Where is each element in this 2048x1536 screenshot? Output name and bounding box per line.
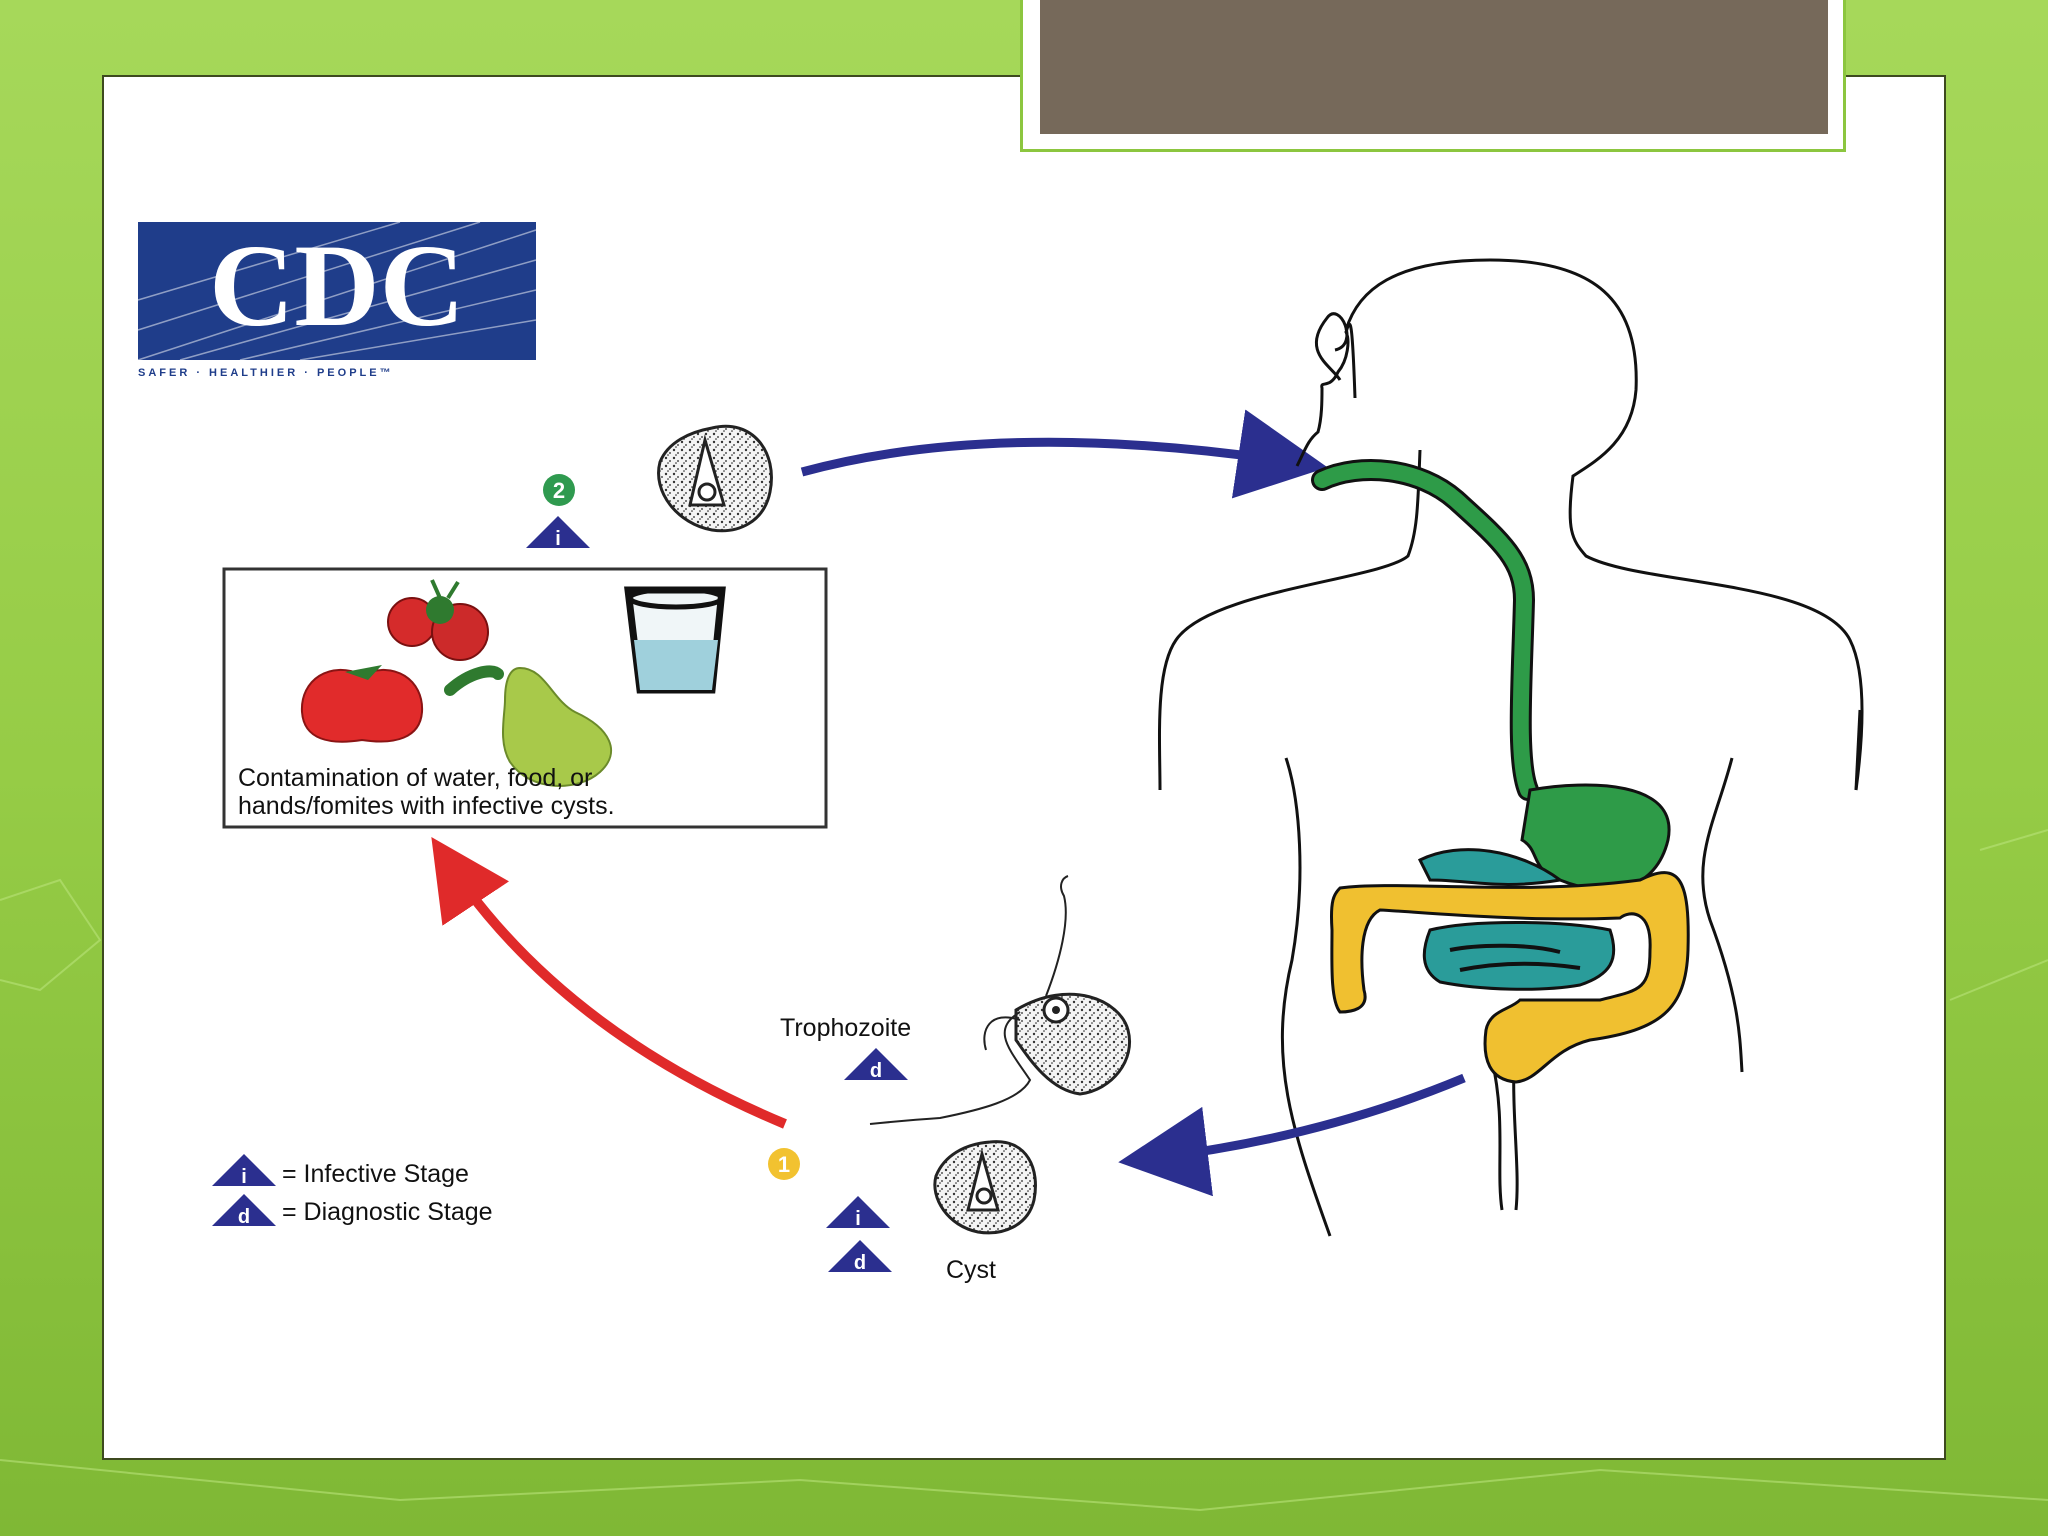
stage-2-number: 2 [553, 478, 565, 503]
human-body-outline [1157, 258, 1864, 1237]
ingestion-arrow [800, 409, 1328, 499]
svg-text:d: d [870, 1060, 882, 1082]
contamination-text-line-1: Contamination of water, food, or [238, 764, 592, 792]
digestive-tract [1311, 458, 1690, 1084]
legend-diagnostic-label: = Diagnostic Stage [282, 1198, 493, 1226]
cdc-logo: CDC SAFER · HEALTHIER · PEOPLE™ [137, 220, 537, 379]
svg-text:d: d [854, 1252, 866, 1274]
svg-text:i: i [555, 528, 561, 550]
water-glass-image [624, 586, 726, 694]
legend-infective-icon: i [212, 1154, 276, 1188]
trophozoite-label: Trophozoite [780, 1014, 911, 1042]
diagnostic-marker-trophozoite: d [844, 1048, 908, 1082]
contamination-text-line-2: hands/fomites with infective cysts. [238, 792, 615, 820]
pear-image [444, 665, 612, 787]
infective-cyst-image [657, 424, 773, 533]
stage-1-marker: 1 [768, 1148, 800, 1180]
raspberries-image [387, 579, 489, 661]
cdc-logo-text: CDC [209, 220, 465, 351]
contamination-box: Contamination of water, food, or hands/f… [222, 567, 828, 829]
environment-arrow [431, 837, 787, 1129]
trophozoite-image [869, 875, 1131, 1125]
legend-infective-label: = Infective Stage [282, 1160, 469, 1188]
excretion-arrow [1118, 1073, 1466, 1197]
cdc-logo-tagline: SAFER · HEALTHIER · PEOPLE™ [138, 367, 394, 379]
apple-image [300, 665, 424, 743]
svg-text:d: d [238, 1206, 250, 1228]
svg-text:i: i [855, 1208, 861, 1230]
infective-marker-top: i [526, 516, 590, 550]
infective-marker-cyst: i [826, 1196, 890, 1230]
cyst-label: Cyst [946, 1256, 996, 1284]
legend-diagnostic-icon: d [212, 1194, 276, 1228]
diagnostic-cyst-image [933, 1140, 1037, 1235]
diagnostic-marker-cyst: d [828, 1240, 892, 1274]
stage-1-number: 1 [778, 1152, 790, 1177]
stage-2-marker: 2 [543, 474, 575, 506]
svg-text:i: i [241, 1166, 247, 1188]
legend: i = Infective Stage d = Diagnostic Stage [212, 1154, 493, 1228]
title-placeholder [1040, 0, 1828, 134]
